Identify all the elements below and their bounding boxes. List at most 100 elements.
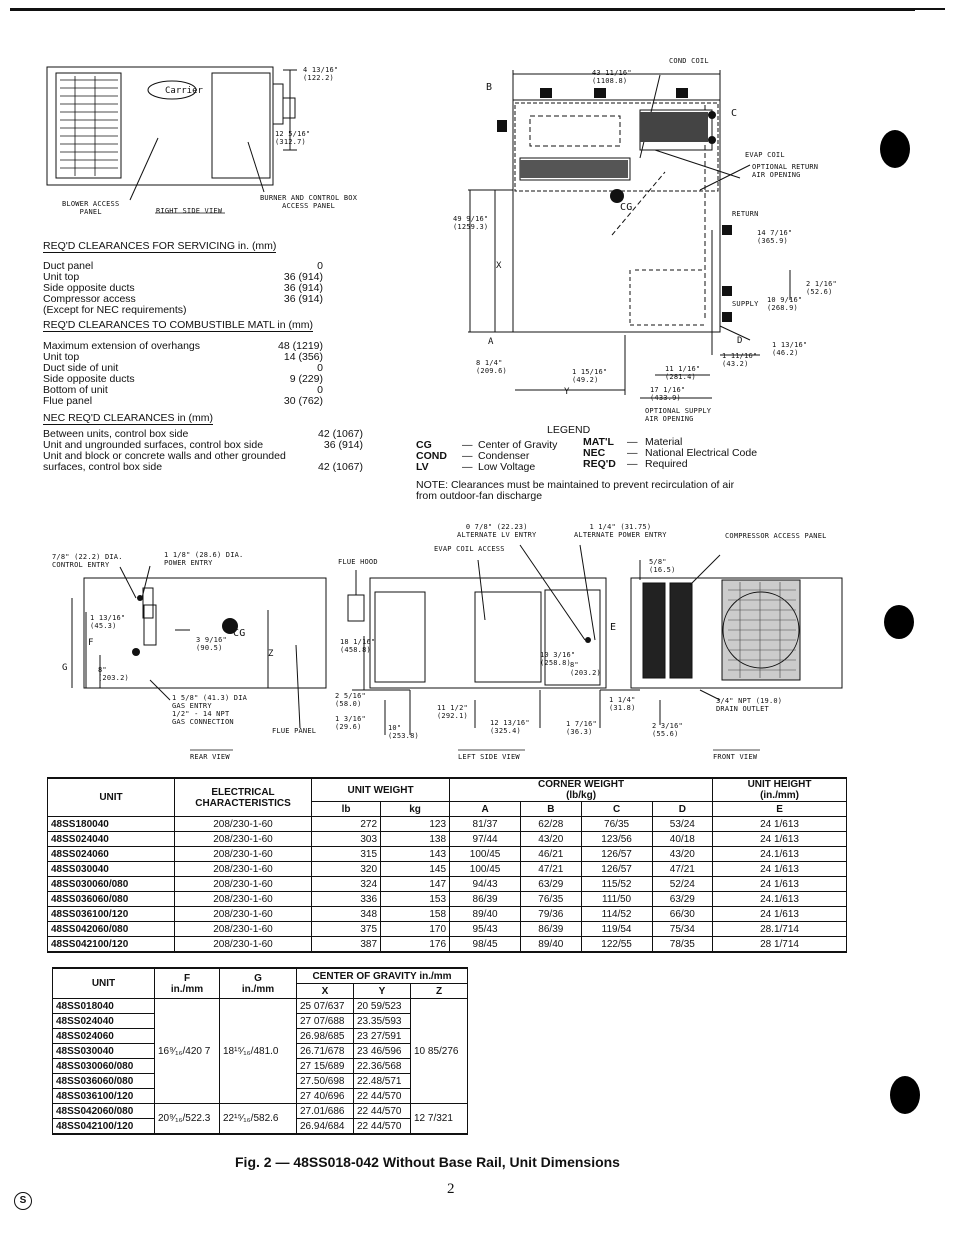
dim-18-1: 18 1/16"(458.8) [340,638,376,654]
value-cell: 47/21 [520,861,582,877]
x-cell: 26.94/684 [296,1118,354,1135]
unit-weights-table: UNIT ELECTRICAL CHARACTERISTICS UNIT WEI… [47,777,847,953]
value-cell: 208/230-1-60 [174,876,312,892]
evap-access-label: EVAP COIL ACCESS [434,545,505,553]
th-c: C [580,801,653,817]
dim-11-1b: 11 1/2"(292.1) [437,704,468,720]
label-e: E [610,622,617,633]
value-cell: 89/40 [520,936,582,953]
dim-4-13: 4 13/16"(122.2) [303,66,339,82]
value-cell: 40/18 [651,831,714,847]
value-cell: 114/52 [580,906,653,922]
th-cog: CENTER OF GRAVITY in./mm [296,967,468,984]
value-cell: 123/56 [580,831,653,847]
clr-value: 42 (1067) [318,428,363,440]
dim-2-5: 2 5/16"(58.0) [335,692,366,708]
value-cell: 123 [380,816,451,832]
value-cell: 126/57 [580,846,653,862]
x-cell: 27 40/696 [296,1088,354,1104]
th-corner-weight: CORNER WEIGHT (lb/kg) [449,777,714,802]
th-cg-unit: UNIT [52,967,155,999]
blower-access-label: BLOWER ACCESS PANEL [62,200,120,216]
clr-label: Duct side of unit [43,362,119,374]
dim-1-7: 1 7/16"(36.3) [566,720,597,736]
value-cell: 86/39 [520,921,582,937]
y-cell: 23 46/596 [353,1043,411,1059]
value-cell: 208/230-1-60 [174,936,312,953]
clr-label: Duct panel [43,260,94,272]
unit-cell: 48SS042060/080 [52,1103,155,1119]
control-entry-label: 7/8" (22.2) DIA. CONTROL ENTRY [52,553,123,569]
value-cell: 95/43 [449,921,522,937]
x-cell: 27 15/689 [296,1058,354,1074]
g-cell: 22¹⁵⁄₁₆/582.6 [219,1103,297,1135]
flue-panel-label: FLUE PANEL [272,727,317,735]
clr-label: Maximum extension of overhangs [43,340,200,352]
unit-cell: 48SS030040 [47,861,175,877]
clr-value: 36 (914) [283,271,323,283]
value-cell: 145 [380,861,451,877]
y-cell: 22 44/570 [353,1088,411,1104]
clr-value: 42 (1067) [318,461,363,473]
value-cell: 208/230-1-60 [174,891,312,907]
value-cell: 24 1/613 [712,876,847,892]
value-cell: 375 [310,921,382,937]
legend-note: NOTE: Clearances must be maintained to p… [416,479,735,502]
value-cell: 208/230-1-60 [174,906,312,922]
value-cell: 24.1/613 [712,846,847,862]
value-cell: 208/230-1-60 [174,846,312,862]
value-cell: 176 [380,936,451,953]
value-cell: 320 [310,861,382,877]
value-cell: 143 [380,846,451,862]
value-cell: 147 [380,876,451,892]
value-cell: 79/36 [520,906,582,922]
drain-outlet-label: 3/4" NPT (19.0) DRAIN OUTLET [716,697,783,713]
value-cell: 336 [310,891,382,907]
legend-desc: Material [645,436,683,448]
left-side-view-title: LEFT SIDE VIEW [458,753,520,761]
clr-label: surfaces, control box side [43,461,163,473]
unit-cell: 48SS024040 [47,831,175,847]
value-cell: 348 [310,906,382,922]
value-cell: 81/37 [449,816,522,832]
dim-12-5: 12 5/16"(312.7) [275,130,311,146]
unit-cell: 48SS036060/080 [47,891,175,907]
value-cell: 76/35 [520,891,582,907]
value-cell: 98/45 [449,936,522,953]
value-cell: 62/28 [520,816,582,832]
value-cell: 28 1/714 [712,936,847,953]
clr-value: 9 (229) [289,373,323,385]
dim-5-8: 5/8"(16.5) [649,558,676,574]
th-z: Z [410,983,468,999]
value-cell: 119/54 [580,921,653,937]
legend-abbr: NEC [583,447,606,459]
supply-label: SUPPLY [732,300,759,308]
value-cell: 115/52 [580,876,653,892]
th-unit: UNIT [47,777,175,817]
legend-right: MAT'L—Material NEC—National Electrical C… [583,436,758,470]
combustible-title: REQ'D CLEARANCES TO COMBUSTIBLE MATL in … [43,319,313,332]
th-electrical: ELECTRICAL CHARACTERISTICS [174,777,312,817]
dim-1-3: 1 3/16"(29.6) [335,715,366,731]
value-cell: 138 [380,831,451,847]
compressor-panel-label: COMPRESSOR ACCESS PANEL [725,532,827,540]
th-b: B [520,801,582,817]
th-e: E [712,801,847,817]
unit-cell: 48SS042060/080 [47,921,175,937]
clr-value: 30 (762) [283,395,323,407]
unit-cell: 48SS036100/120 [47,906,175,922]
value-cell: 158 [380,906,451,922]
x-cell: 25 07/637 [296,998,354,1014]
value-cell: 170 [380,921,451,937]
legend-abbr: MAT'L [583,436,614,448]
binder-hole [880,130,910,168]
cg-label: CG [620,202,633,213]
unit-cell: 48SS024060 [47,846,175,862]
legend-desc: National Electrical Code [645,447,758,459]
